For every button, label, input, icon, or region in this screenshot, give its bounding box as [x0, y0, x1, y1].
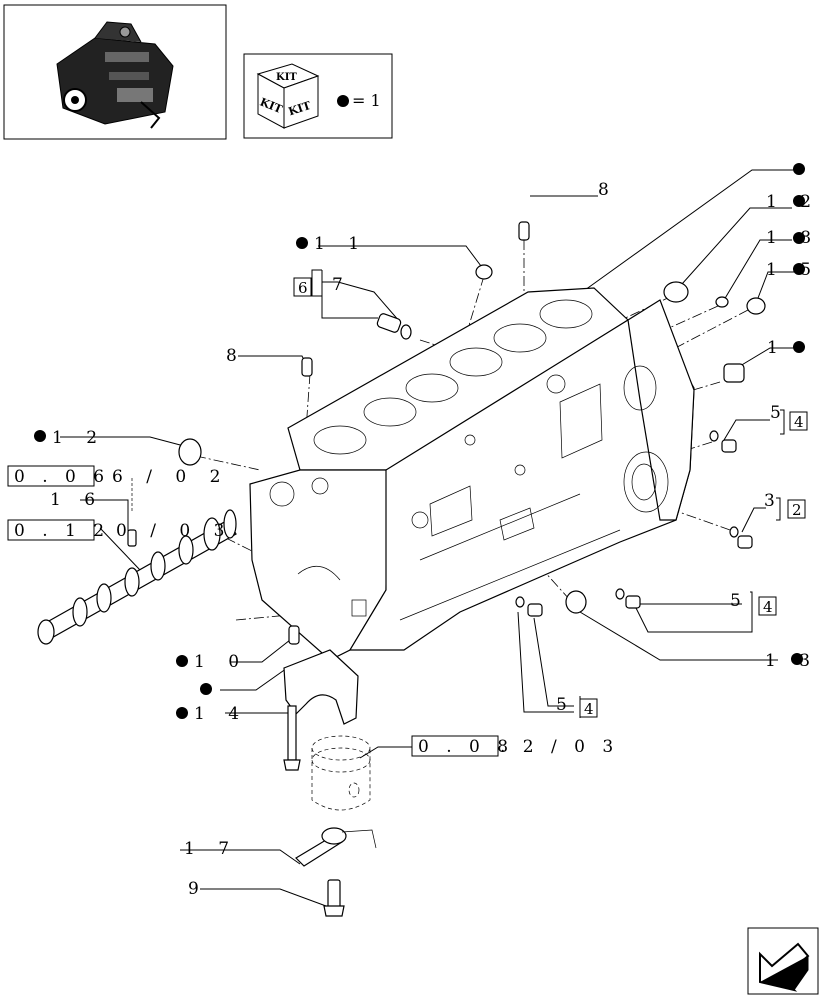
seal-12-left[interactable] [178, 438, 202, 466]
oil-jet-17[interactable] [295, 827, 377, 867]
label-part-14: 1 4 [194, 704, 248, 724]
small-parts[interactable] [127, 221, 766, 617]
label-part-3: 3 [764, 491, 781, 511]
bolt-14[interactable] [287, 705, 297, 761]
cap-12-top[interactable] [663, 281, 689, 303]
ref-0-06-suffix: 6 / 0 2 [112, 467, 229, 487]
pin-8-top[interactable] [518, 221, 530, 241]
ref-0-06-text: 0 . 0 6 [14, 467, 110, 487]
label-part-15: 1 5 [766, 260, 820, 280]
back-arrow-icon[interactable] [747, 927, 819, 995]
label-group-4-c-box: 4 [584, 700, 594, 718]
label-part-18: 1 8 [766, 228, 820, 248]
plug-1[interactable] [723, 363, 745, 383]
label-part-12-left: 1 2 [52, 428, 106, 448]
label-part-5-b: 5 [730, 591, 747, 611]
label-group-2-box: 2 [792, 501, 802, 519]
fitting-7[interactable] [376, 313, 402, 334]
kit-legend-value: = 1 [352, 91, 381, 110]
washer-7[interactable] [400, 324, 412, 340]
label-part-17: 1 7 [184, 839, 238, 859]
label-part-5-c: 5 [556, 695, 573, 715]
oring-18[interactable] [715, 296, 729, 308]
bolt-9[interactable] [323, 879, 345, 917]
ref-box-0-06[interactable]: 0 . 0 6 6 / 0 2 [7, 465, 229, 487]
label-group-6-box: 6 [298, 279, 308, 297]
reference-boxes[interactable]: 0 . 0 6 6 / 0 2 0 . 1 2 0 / 0 3 0 . 0 8 … [7, 465, 619, 757]
kit-legend: KIT KIT KIT = 1 [243, 53, 393, 139]
engine-thumbnail[interactable] [3, 4, 227, 140]
label-group-4-a-box: 4 [794, 413, 804, 431]
dowel-10[interactable] [288, 625, 300, 645]
label-part-10: 1 0 [194, 652, 248, 672]
camshaft[interactable] [37, 509, 237, 645]
cylinder-bores [313, 299, 593, 455]
label-group-4-b-box: 4 [763, 598, 773, 616]
kit-bullets [34, 163, 805, 719]
ref-0-12-suffix: 0 / 0 3 [116, 521, 233, 541]
label-part-5-a: 5 [770, 403, 787, 423]
engine-block[interactable] [249, 287, 695, 661]
label-part-16: 1 6 [50, 490, 104, 510]
lower-parts[interactable] [283, 625, 377, 917]
bushing-15[interactable] [746, 297, 766, 315]
label-part-1: 1 [767, 338, 784, 358]
ref-0-12-text: 0 . 1 2 [14, 521, 110, 541]
label-part-12-top: 1 2 [766, 192, 820, 212]
label-part-8-top: 8 [598, 180, 615, 200]
ref-box-0-12[interactable]: 0 . 1 2 0 / 0 3 [7, 519, 233, 541]
label-part-11: 1 1 [314, 234, 368, 254]
kit-cube-icon: KIT KIT KIT [256, 63, 320, 129]
bearing-cap[interactable] [283, 649, 359, 725]
label-part-7: 7 [332, 275, 349, 295]
ref-0-08-suffix: . 2 / 0 3 [500, 737, 619, 757]
pin-8-left[interactable] [301, 357, 313, 377]
ref-box-0-08[interactable]: 0 . 0 8 . 2 / 0 3 [411, 735, 619, 757]
ref-0-08-text: 0 . 0 8 [418, 737, 514, 757]
plug-11[interactable] [475, 264, 493, 280]
label-part-8-left: 8 [226, 346, 243, 366]
label-part-9: 9 [188, 879, 205, 899]
piston[interactable] [311, 735, 371, 811]
label-part-13: 1 3 [765, 651, 819, 671]
part-labels: 1 2 1 8 1 5 1 8 1 1 7 6 8 1 2 5 4 3 2 5 … [50, 180, 820, 899]
kit-word-top: KIT [276, 72, 297, 83]
kit-bullet-icon [337, 95, 349, 107]
